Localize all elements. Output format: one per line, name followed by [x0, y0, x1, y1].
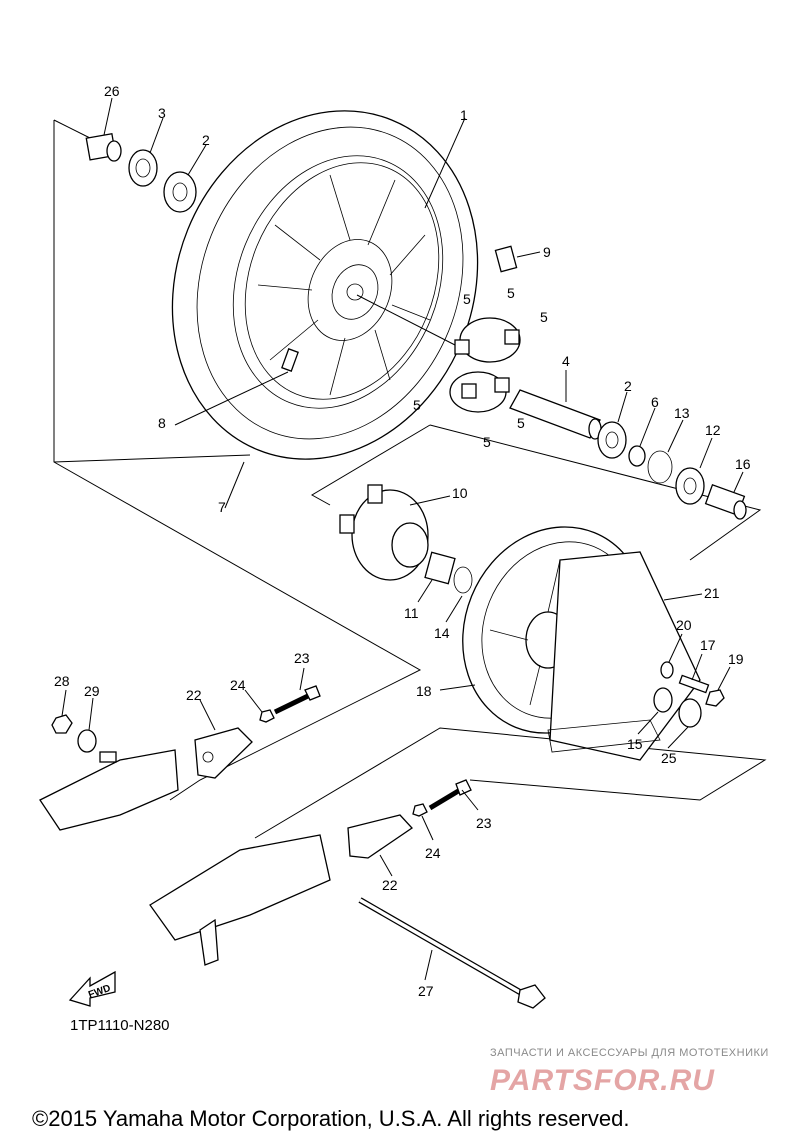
callout-25: 25 [661, 750, 677, 766]
callout-2: 2 [624, 378, 632, 394]
bearing-2-left [163, 171, 197, 213]
clip-9 [494, 245, 518, 273]
oil-seal-3 [128, 149, 158, 187]
oil-seal-15 [653, 687, 673, 713]
callout-14: 14 [434, 625, 450, 641]
callout-8: 8 [158, 415, 166, 431]
bearing-2-right [597, 421, 627, 459]
bolt-23-right [428, 779, 472, 811]
bolt-17 [678, 674, 710, 694]
callout-18: 18 [416, 683, 432, 699]
circlip-14 [453, 566, 473, 594]
callout-22: 22 [186, 687, 202, 703]
bearing-25 [678, 698, 702, 728]
callout-24: 24 [425, 845, 441, 861]
callout-2: 2 [202, 132, 210, 148]
diagram-code: 1TP1110-N280 [70, 1017, 170, 1034]
washer-20 [660, 661, 674, 679]
valve-stem [281, 348, 299, 372]
driven-hub-10 [339, 484, 429, 581]
callout-7: 7 [218, 499, 226, 515]
swingarm-left-end [39, 749, 179, 831]
callout-5: 5 [413, 397, 421, 413]
callout-3: 3 [158, 105, 166, 121]
wheel-axle-27 [358, 897, 546, 1009]
rear-wheel-tire [171, 110, 479, 460]
callout-19: 19 [728, 651, 744, 667]
callout-10: 10 [452, 485, 468, 501]
collar-16 [704, 483, 747, 520]
bolt-23-left [273, 685, 321, 715]
callout-28: 28 [54, 673, 70, 689]
washer-29 [77, 729, 97, 753]
assembly-outline-lines [53, 119, 767, 839]
drive-belt-21 [547, 551, 701, 761]
nut-28 [51, 714, 73, 734]
wheel-spokes [257, 174, 431, 396]
swingarm-right-end [149, 834, 331, 966]
nut-24-right [412, 803, 428, 817]
callout-17: 17 [700, 637, 716, 653]
callout-27: 27 [418, 983, 434, 999]
callout-23: 23 [476, 815, 492, 831]
callout-5: 5 [463, 291, 471, 307]
callout-22: 22 [382, 877, 398, 893]
callout-4: 4 [562, 353, 570, 369]
nut-19 [705, 689, 725, 707]
callout-15: 15 [627, 736, 643, 752]
collar-26 [85, 132, 122, 162]
circlip-13 [647, 450, 673, 484]
callout-labels: 26 3 2 1 9 5 5 5 5 5 5 4 2 6 13 12 16 8 … [54, 83, 751, 999]
callout-5: 5 [507, 285, 515, 301]
callout-12: 12 [705, 422, 721, 438]
bearing-12 [675, 467, 705, 505]
watermark-logo: PARTSFOR.RU [490, 1064, 715, 1097]
bearing-11 [424, 551, 456, 585]
callout-24: 24 [230, 677, 246, 693]
callout-29: 29 [84, 683, 100, 699]
fwd-arrow-icon: FWD [68, 970, 116, 1007]
leader-lines [61, 97, 744, 981]
copyright-notice: ©2015 Yamaha Motor Corporation, U.S.A. A… [32, 1106, 629, 1131]
collar-6 [628, 445, 646, 467]
callout-5: 5 [483, 434, 491, 450]
callout-13: 13 [674, 405, 690, 421]
callout-23: 23 [294, 650, 310, 666]
callout-6: 6 [651, 394, 659, 410]
nut-24-left [259, 709, 275, 723]
callout-20: 20 [676, 617, 692, 633]
callout-26: 26 [104, 83, 120, 99]
callout-21: 21 [704, 585, 720, 601]
damper-set-5 [449, 317, 521, 413]
callout-9: 9 [543, 244, 551, 260]
callout-11: 11 [404, 605, 419, 621]
callout-1: 1 [460, 107, 468, 123]
axle-adjuster-22-right [347, 814, 413, 859]
spacer-4 [509, 389, 602, 440]
callout-5: 5 [517, 415, 525, 431]
watermark: ЗАПЧАСТИ И АКСЕССУАРЫ ДЛЯ МОТОТЕХНИКИ PA… [490, 1047, 769, 1097]
watermark-tagline: ЗАПЧАСТИ И АКСЕССУАРЫ ДЛЯ МОТОТЕХНИКИ [490, 1047, 769, 1059]
callout-16: 16 [735, 456, 751, 472]
callout-5: 5 [540, 309, 548, 325]
axle-adjuster-22-left [194, 727, 253, 779]
